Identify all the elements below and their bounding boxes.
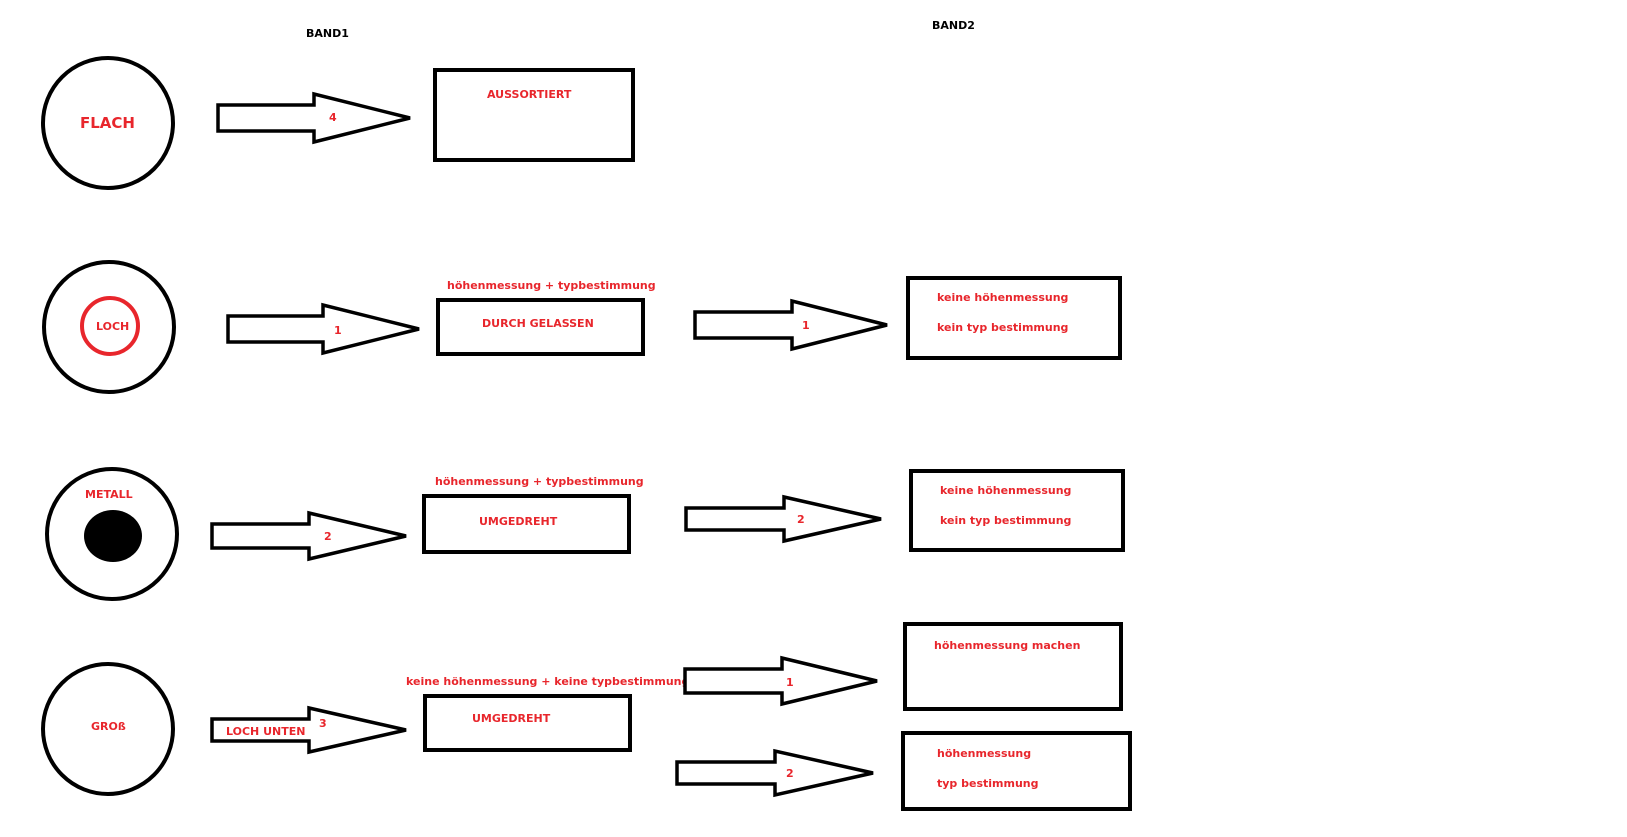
arrow-count-metall: 2 <box>324 530 332 543</box>
box2a-line1-gross: höhenmessung machen <box>934 639 1080 652</box>
band1-arrow-flach <box>216 91 411 145</box>
caption-metall: höhenmessung + typbestimmung <box>435 475 644 488</box>
box-umgedreht-metall <box>422 494 631 554</box>
caption-gross: keine höhenmessung + keine typbestimmung <box>406 675 689 688</box>
caption-loch: höhenmessung + typbestimmung <box>447 279 656 292</box>
arrow-count-loch: 1 <box>334 324 342 337</box>
box-band2-loch <box>906 276 1122 360</box>
box-band2-gross-2 <box>901 731 1132 811</box>
box-text-umgedreht-gross: UMGEDREHT <box>472 712 551 725</box>
box-text-umgedreht-metall: UMGEDREHT <box>479 515 558 528</box>
box-umgedreht-gross <box>423 694 632 752</box>
part-circle-loch <box>42 260 176 394</box>
band2-header: BAND2 <box>932 19 975 32</box>
row-metall: METALL 2 höhenmessung + typbestimmung UM… <box>45 467 1125 601</box>
arrow-prefix-gross: LOCH UNTEN <box>226 725 305 738</box>
row-loch: LOCH 1 höhenmessung + typbestimmung DURC… <box>42 260 1122 394</box>
box-text-durch-gelassen: DURCH GELASSEN <box>482 317 594 330</box>
metal-core-icon <box>84 510 142 562</box>
box-band2-metall <box>909 469 1125 552</box>
arrow2a-count-gross: 1 <box>786 676 794 689</box>
box-durch-gelassen <box>436 298 645 356</box>
box-band2-gross-1 <box>903 622 1123 711</box>
box2-line2-loch: kein typ bestimmung <box>937 321 1068 334</box>
circle-label-flach: FLACH <box>80 114 135 132</box>
arrow-count-flach: 4 <box>329 111 337 124</box>
arrow-count-gross: 3 <box>319 717 327 730</box>
circle-label-loch: LOCH <box>96 320 129 333</box>
band1-arrow-metall <box>210 510 407 562</box>
arrow2-count-loch: 1 <box>802 319 810 332</box>
box2b-line2-gross: typ bestimmung <box>937 777 1039 790</box>
box-text-aussortiert: AUSSORTIERT <box>487 88 572 101</box>
circle-label-gross: GROß <box>91 720 126 733</box>
part-circle-metall <box>45 467 179 601</box>
circle-label-metall: METALL <box>85 488 133 501</box>
part-circle-flach <box>41 56 175 190</box>
band1-arrow-loch <box>226 302 420 356</box>
box-aussortiert <box>433 68 635 162</box>
hole-ring-icon <box>80 296 140 356</box>
row-gross: GROß LOCH UNTEN 3 keine höhenmessung + k… <box>41 622 1132 811</box>
arrow2b-count-gross: 2 <box>786 767 794 780</box>
band2-arrow-metall <box>684 494 882 544</box>
box2-line1-metall: keine höhenmessung <box>940 484 1071 497</box>
part-circle-gross <box>41 662 175 796</box>
band1-arrow-gross <box>210 705 407 755</box>
band2-arrow-gross-2 <box>675 748 874 798</box>
row-flach: FLACH 4 AUSSORTIERT <box>41 56 635 190</box>
box2-line1-loch: keine höhenmessung <box>937 291 1068 304</box>
band2-arrow-loch <box>693 298 888 352</box>
box2-line2-metall: kein typ bestimmung <box>940 514 1071 527</box>
band1-header: BAND1 <box>306 27 349 40</box>
arrow2-count-metall: 2 <box>797 513 805 526</box>
box2b-line1-gross: höhenmessung <box>937 747 1031 760</box>
band2-arrow-gross-1 <box>683 655 878 707</box>
